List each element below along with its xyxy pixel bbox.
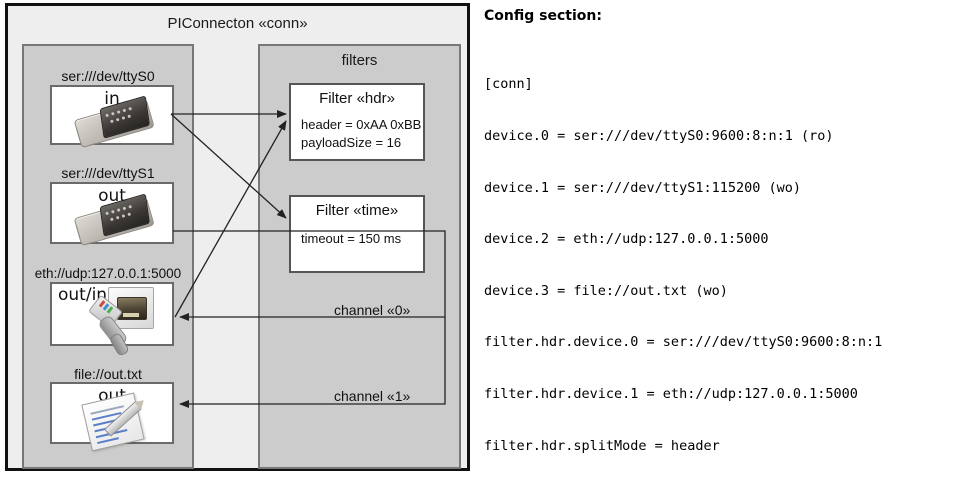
config-line: [conn] — [484, 76, 533, 93]
config-line: filter.hdr.device.1 = eth://udp:127.0.0.… — [484, 385, 858, 402]
filter-title-hdr: Filter «hdr» — [319, 90, 395, 107]
config-line: filter.hdr.device.0 = ser:///dev/ttyS0:9… — [484, 334, 883, 351]
devices-panel: ser:///dev/ttyS0 in — [22, 44, 194, 469]
wire-eth-to-filter-hdr — [174, 120, 287, 318]
config-line: filter.hdr.splitMode = header — [484, 437, 720, 454]
device-label-ttys1: ser:///dev/ttyS1 — [61, 165, 155, 181]
config-line: device.0 = ser:///dev/ttyS0:9600:8:n:1 (… — [484, 128, 834, 144]
wire-channel-1 — [179, 317, 446, 408]
filter-box-time[interactable]: Filter «time» timeout = 150 ms — [289, 195, 425, 273]
wire-ttys0-to-filter-time — [170, 113, 287, 219]
wire-channel-0 — [173, 230, 446, 321]
filter-box-hdr[interactable]: Filter «hdr» header = 0xAA 0xBB payloadS… — [289, 83, 425, 161]
device-direction-eth: out/in — [58, 285, 108, 305]
filters-panel: filters Filter «hdr» header = 0xAA 0xBB … — [258, 44, 461, 469]
filters-panel-title: filters — [341, 52, 378, 69]
config-lines: [conn] device.0 = ser:///dev/ttyS0:9600:… — [484, 42, 890, 484]
device-label-ttys0: ser:///dev/ttyS0 — [61, 68, 155, 84]
filter-prop-timeout: timeout = 150 ms — [301, 231, 402, 246]
device-box-eth[interactable]: out/in — [50, 282, 174, 357]
config-line: device.3 = file://out.txt (wo) — [484, 282, 728, 299]
config-line: device.2 = eth://udp:127.0.0.1:5000 — [484, 231, 769, 248]
device-label-file: file://out.txt — [74, 366, 142, 382]
connector-diagram-frame: PIConnecton «conn» ser:///dev/ttyS0 in — [5, 3, 470, 471]
filter-prop-header: header = 0xAA 0xBB — [301, 117, 422, 132]
channel-label-1: channel «1» — [334, 388, 411, 404]
connection-wires — [170, 110, 446, 408]
device-box-ttys1[interactable]: out — [50, 182, 174, 247]
filter-title-time: Filter «time» — [315, 202, 399, 219]
config-line: device.1 = ser:///dev/ttyS1:115200 (wo) — [484, 179, 801, 196]
config-heading: Config section: — [484, 8, 602, 24]
diagram-title: PIConnecton «conn» — [167, 15, 308, 32]
config-section: Config section: [conn] device.0 = ser://… — [484, 0, 954, 484]
device-label-eth: eth://udp:127.0.0.1:5000 — [34, 266, 182, 281]
device-box-file[interactable]: out — [50, 382, 174, 452]
channel-label-0: channel «0» — [334, 302, 411, 318]
filter-prop-payloadsize: payloadSize = 16 — [301, 135, 402, 150]
